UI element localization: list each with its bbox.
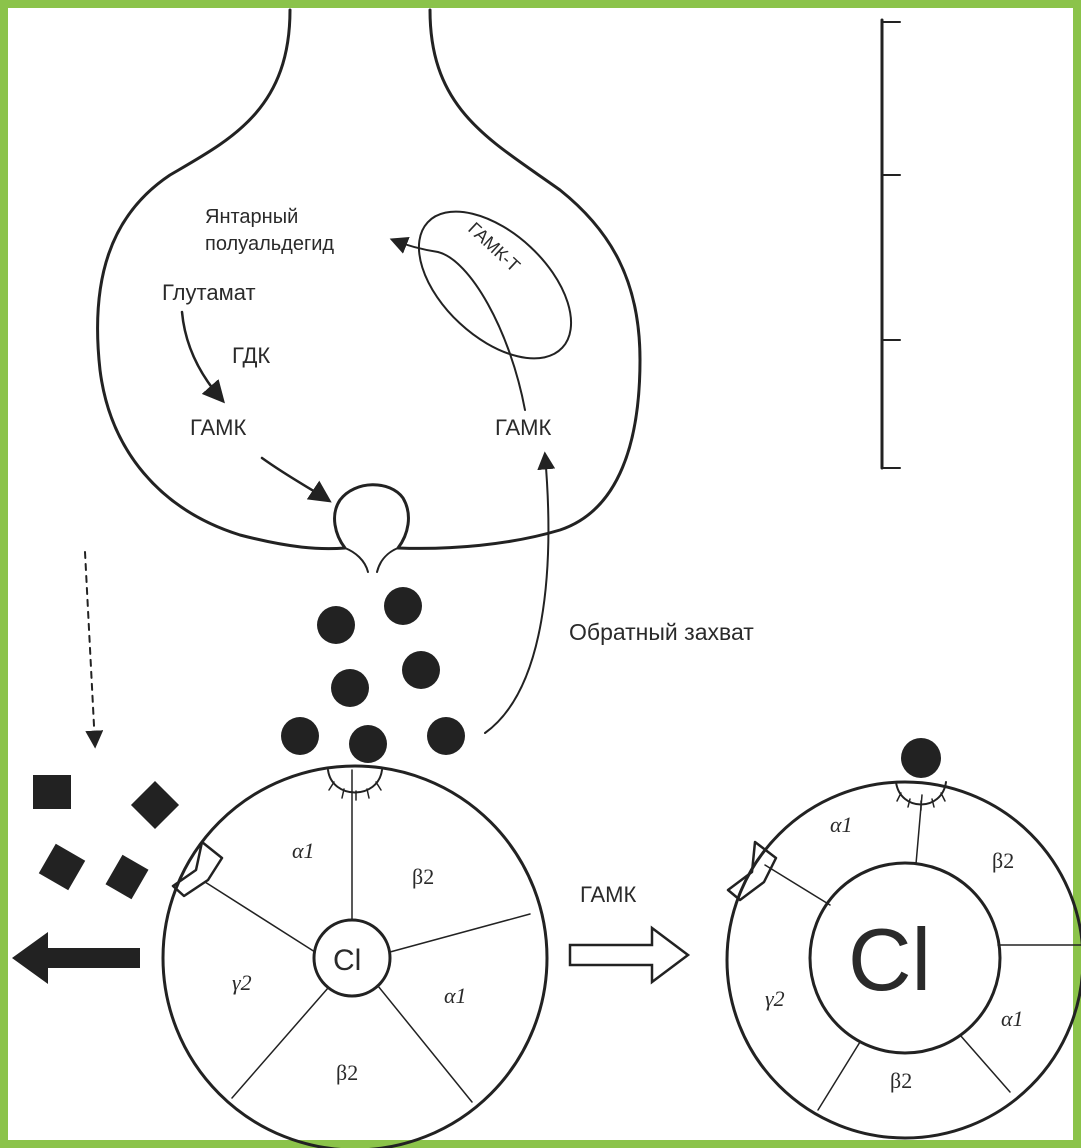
subunit-g2-left: γ2 (232, 970, 252, 995)
gaba-molecule (331, 669, 369, 707)
subunit-g2-right: γ2 (765, 986, 785, 1011)
subunit-b2-bottom-left: β2 (336, 1060, 358, 1085)
modulator-square (38, 843, 86, 891)
subunit-b2-right-left: β2 (412, 864, 434, 889)
gaba-label-left: ГАМК (190, 415, 246, 440)
succinic-semialdehyde-label-2: полуальдегид (205, 233, 334, 255)
gaba-to-vesicle-arrow (260, 456, 332, 503)
reuptake-arrow (484, 451, 556, 734)
subunit-a1-top-right: α1 (830, 812, 853, 837)
gaba-molecule (402, 651, 440, 689)
transition-label: ГАМК (580, 882, 636, 907)
gaba-molecule (384, 587, 422, 625)
gaba-t-ellipse (417, 210, 573, 360)
gaba-label-right: ГАМК (495, 415, 551, 440)
glutamate-to-gaba-arrow (180, 310, 225, 404)
modulator-square (105, 854, 149, 900)
gaba-binding-site-left (327, 769, 383, 794)
gaba-molecule (281, 717, 319, 755)
subunit-a1-right-right: α1 (1001, 1006, 1024, 1031)
succinic-semialdehyde-label-1: Янтарный (205, 206, 298, 228)
subunit-a1-top-left: α1 (292, 838, 315, 863)
presynaptic-terminal (96, 8, 642, 551)
exocytosis-neck-left (344, 547, 369, 573)
scale-bar (880, 18, 901, 470)
gaba-molecule (317, 606, 355, 644)
reuptake-label: Обратный захват (569, 619, 754, 645)
receptor-left-outer (161, 764, 549, 1148)
gaba-to-semialdehyde-arrow (389, 236, 526, 411)
gaba-t-label: ГАМК-Т (464, 218, 524, 276)
receptor-left: Cl α1 β2 α1 β2 γ2 (161, 764, 549, 1148)
modulator-square (130, 780, 180, 830)
modulator-squares (33, 775, 180, 900)
receptor-right-outer (725, 780, 1081, 1140)
glutamate-label: Глутамат (162, 280, 256, 305)
modulator-square (33, 775, 71, 809)
channel-label-left: Cl (333, 944, 361, 977)
subunit-b2-right-right: β2 (992, 848, 1014, 873)
gaba-molecule (427, 717, 465, 755)
receptor-right: Cl α1 β2 α1 β2 γ2 (725, 738, 1081, 1140)
exocytosis-neck-right (376, 547, 399, 573)
transition-arrow (568, 925, 691, 985)
gaba-molecules (281, 587, 465, 763)
bzd-site-left (171, 840, 224, 898)
chloride-channel-right (808, 861, 1002, 1055)
subunit-b2-bottom-right: β2 (890, 1068, 912, 1093)
gaba-molecule (349, 725, 387, 763)
bzd-site-right (726, 840, 778, 902)
dashed-arrow (84, 551, 104, 749)
channel-label-right: Cl (848, 910, 931, 1009)
bound-gaba-molecule (901, 738, 941, 778)
gdk-label: ГДК (232, 343, 270, 368)
subunit-a1-right-left: α1 (444, 983, 467, 1008)
efflux-arrow (12, 932, 140, 984)
